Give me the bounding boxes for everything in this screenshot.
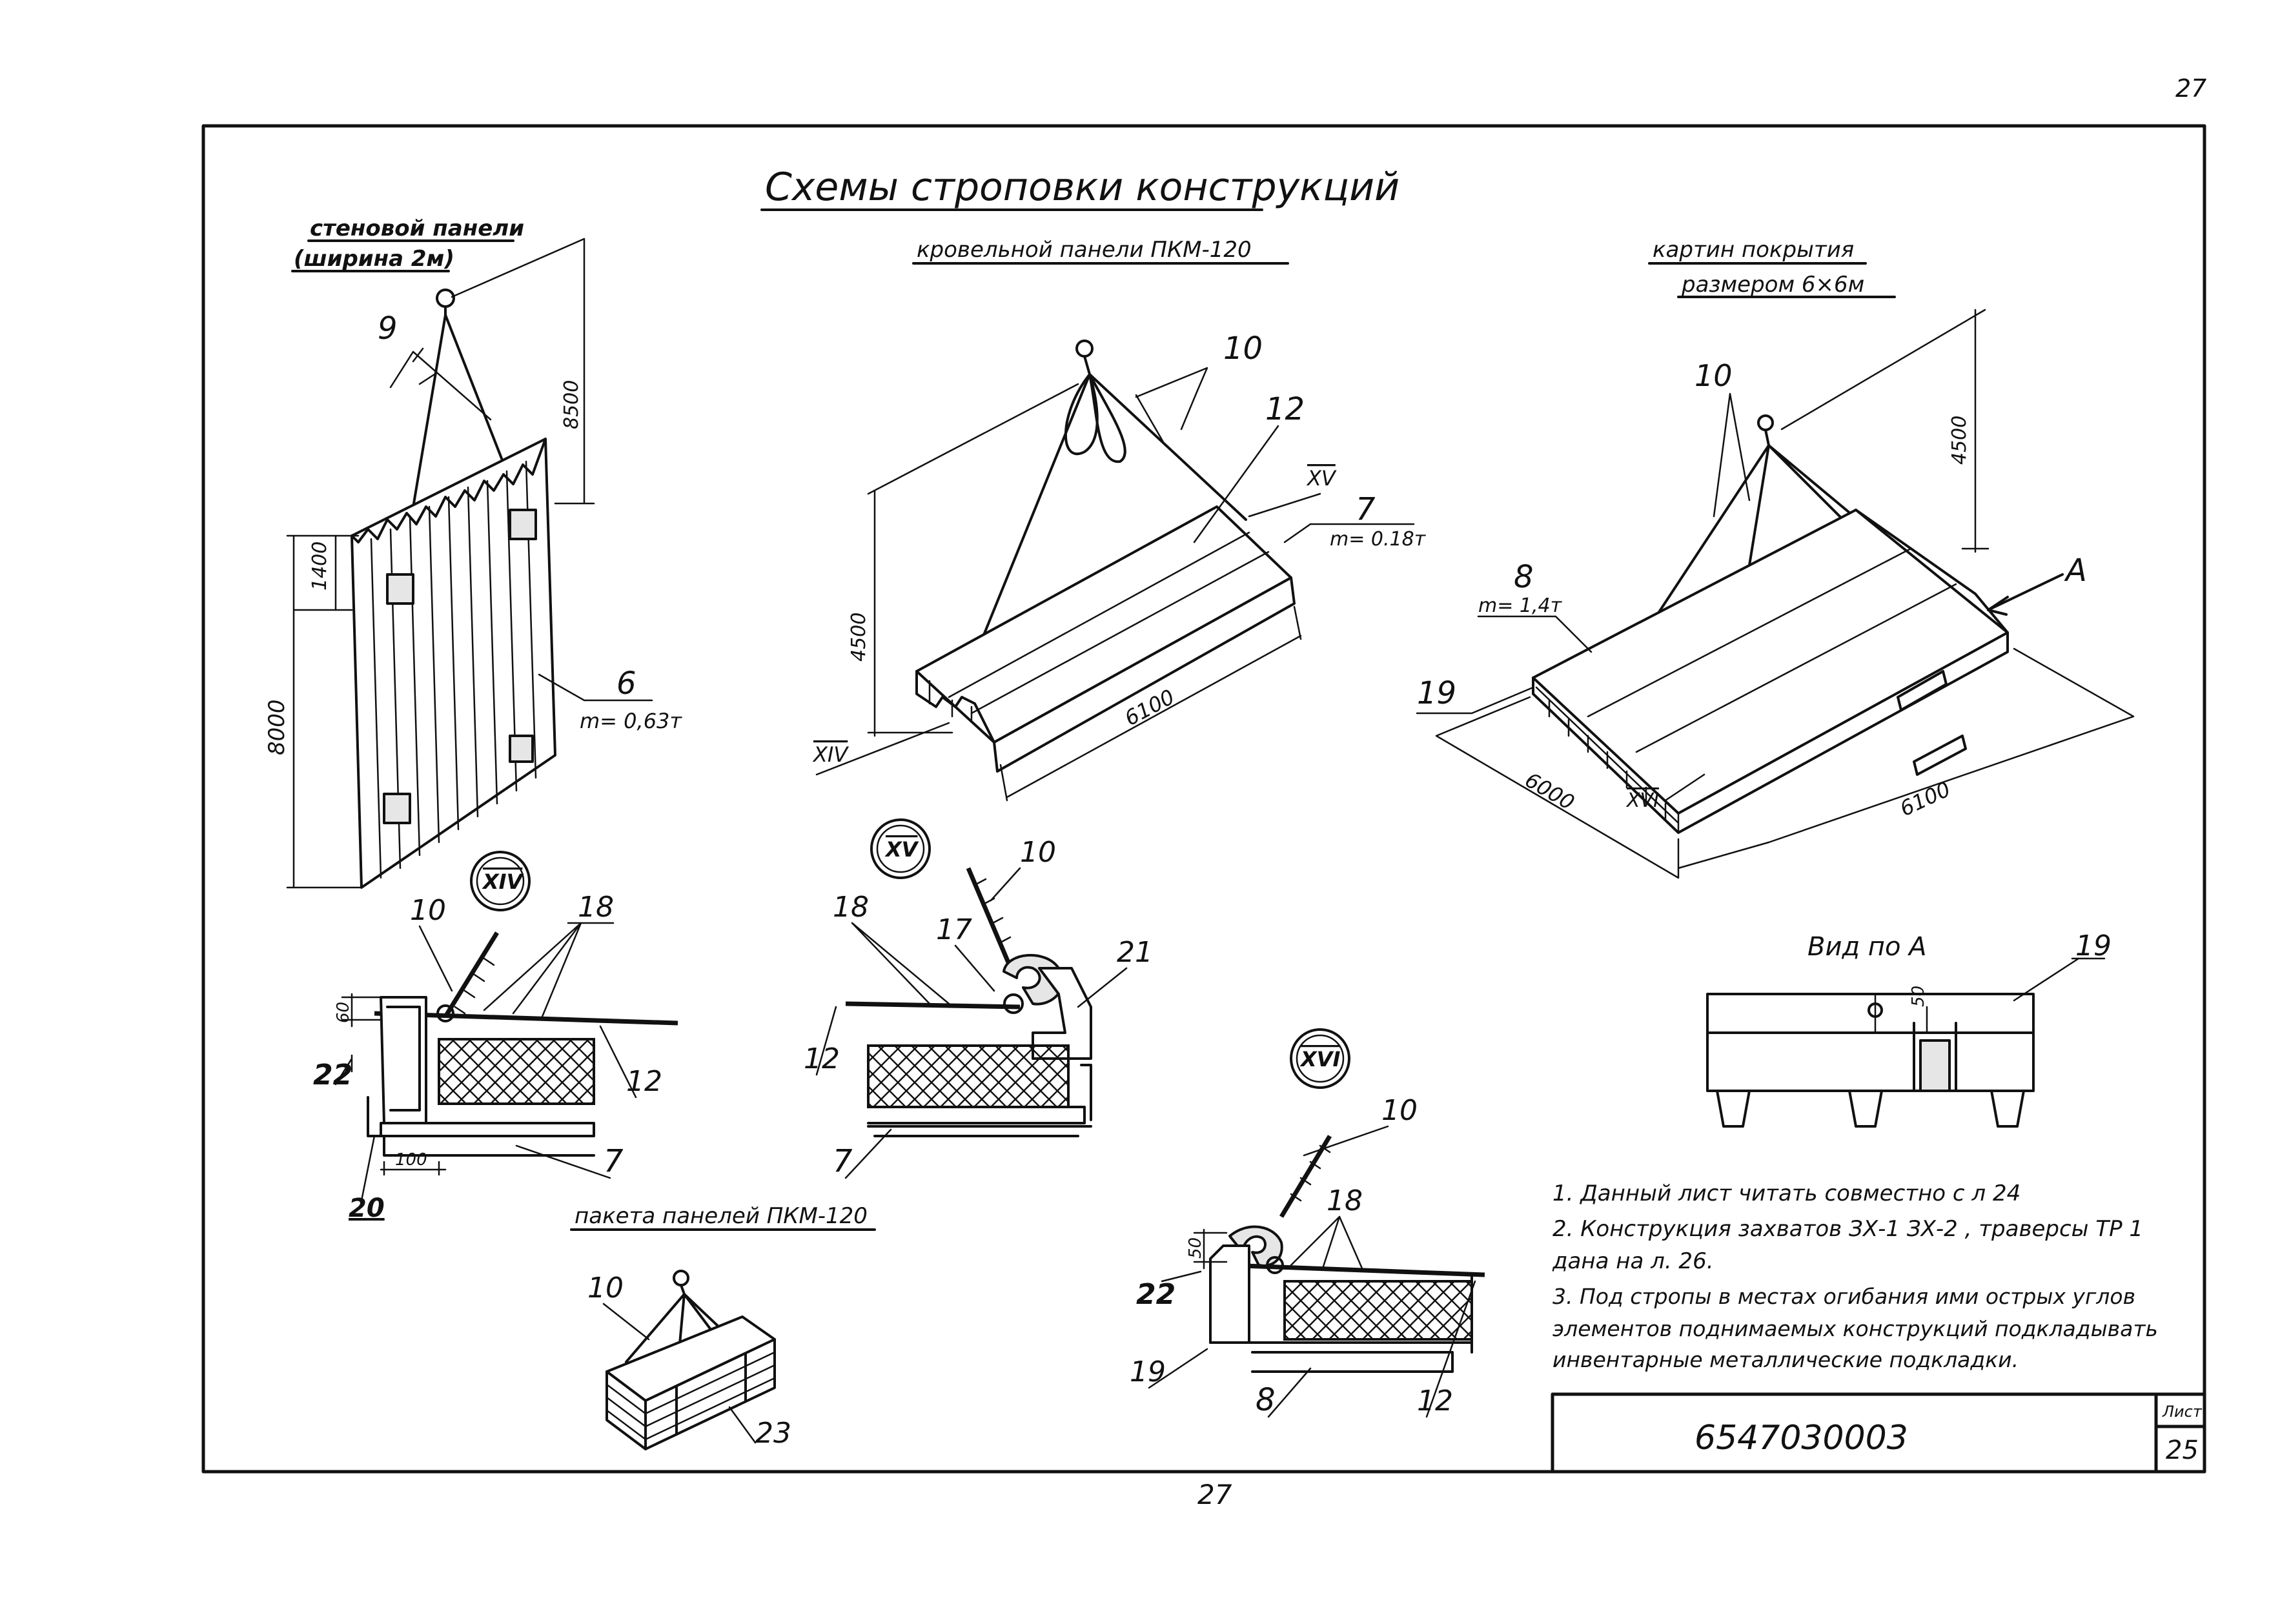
detail-xiv-label-20: 20 (349, 1193, 385, 1223)
wall-panel-title-1: стеновой панели (310, 216, 524, 241)
roof-cover-view: картин покрытия размером 6×6м 10 4500 60… (1416, 237, 2135, 879)
roof-pos-sling: 10 (1223, 330, 1263, 367)
note-1: 1. Данный лист читать совместно с л 24 (1552, 1181, 2020, 1206)
detail-xv-label-10: 10 (1020, 836, 1056, 869)
detail-xvi-label-19: 19 (1130, 1355, 1166, 1388)
note-3-cont-1: элементов поднимаемых конструкций подкла… (1552, 1316, 2158, 1341)
callout-circle-xiv (470, 851, 531, 911)
page-number-bottom: 27 (1197, 1479, 1232, 1510)
detail-xiv: XIV 60 100 10 18 22 12 7 20 (313, 851, 678, 1223)
note-2-cont: дана на л. 26. (1552, 1248, 1714, 1274)
view-a-pos: 19 (2075, 929, 2112, 962)
stamp-sheet-label: Лист (2162, 1403, 2203, 1421)
detail-xiv-label-22: 22 (313, 1059, 352, 1091)
detail-xv-label-21: 21 (1117, 936, 1153, 969)
detail-xiv-dim-width: 100 (395, 1150, 427, 1170)
package-view: пакета панелей ПКМ-120 10 23 (570, 1203, 876, 1450)
wall-panel-view: стеновой панели (ширина 2м) 9 1400 8000 (264, 216, 682, 889)
wall-pos-sling: 9 (378, 310, 398, 347)
cover-pos-sling: 10 (1695, 358, 1733, 393)
roof-pos-panel: 12 (1265, 391, 1305, 427)
detail-xvi-label-22: 22 (1136, 1278, 1176, 1311)
cover-dim-height: 4500 (1948, 416, 1971, 465)
detail-xiv-label-18: 18 (578, 891, 614, 924)
cover-callout-xvi: XVI (1625, 789, 1659, 812)
crane-hook-icon (436, 289, 455, 308)
view-a-dim: 50 (1909, 986, 1928, 1007)
wall-dim-height: 8000 (264, 699, 290, 755)
wall-mass: m= 0,63т (580, 709, 682, 733)
package-pos-pad: 23 (755, 1417, 791, 1450)
stamp-code: 6547030003 (1695, 1419, 1908, 1457)
cover-pos-beam: 8 (1514, 559, 1534, 595)
detail-xiv-label-12: 12 (626, 1065, 662, 1098)
view-a-title: Вид по А (1807, 932, 1927, 962)
note-2: 2. Конструкция захватов ЗХ-1 ЗХ-2 , трав… (1552, 1216, 2143, 1242)
detail-xiv-label-10: 10 (410, 894, 446, 927)
wall-dim-top: 1400 (309, 542, 331, 591)
note-3: 3. Под стропы в местах огибания ими остр… (1552, 1284, 2135, 1309)
roof-mass: m= 0.18т (1330, 528, 1427, 551)
detail-xv-label-17: 17 (936, 913, 972, 946)
detail-xvi-callout: XVI (1299, 1047, 1340, 1071)
detail-xv: XV 10 18 17 21 12 7 (804, 818, 1153, 1179)
detail-xiv-dim-gap: 60 (334, 1002, 353, 1023)
crane-hook-icon-2 (1075, 340, 1094, 358)
wall-dim-sling: 8500 (560, 380, 583, 429)
roof-panel-view: кровельной панели ПКМ-120 10 4500 6100 1… (812, 237, 1427, 802)
detail-xvi-label-10: 10 (1381, 1094, 1418, 1127)
package-title: пакета панелей ПКМ-120 (575, 1203, 868, 1229)
crane-hook-icon-3 (1757, 414, 1774, 431)
detail-xiv-callout: XIV (482, 869, 524, 894)
crane-hook-icon-4 (673, 1270, 689, 1286)
detail-xvi-label-18: 18 (1327, 1184, 1363, 1217)
detail-xv-callout: XV (884, 837, 919, 862)
cover-dim-width: 6000 (1521, 767, 1579, 815)
roof-callout-xv: XV (1306, 466, 1337, 491)
wall-panel-title-2: (ширина 2м) (294, 246, 454, 272)
stamp-sheet-no: 25 (2166, 1436, 2199, 1465)
cover-dim-length: 6100 (1896, 776, 1954, 821)
detail-xvi-label-12: 12 (1417, 1385, 1453, 1417)
cover-pos-traverse: 19 (1417, 675, 1456, 711)
notes-block: 1. Данный лист читать совместно с л 24 2… (1552, 1181, 2158, 1372)
drawing-frame (201, 124, 2206, 1474)
cover-mass: m= 1,4т (1478, 594, 1563, 617)
cover-view-arrow: A (2064, 553, 2087, 589)
callout-circle-xv (870, 818, 931, 879)
page-number-top: 27 (2175, 74, 2206, 103)
sheet-title: Схемы строповки конструкций (765, 165, 1400, 210)
roof-panel-title: кровельной панели ПКМ-120 (917, 237, 1252, 263)
detail-xiv-label-7: 7 (604, 1143, 624, 1179)
roof-callout-xiv: XIV (812, 742, 849, 767)
roof-cover-title-2: размером 6×6м (1681, 272, 1864, 298)
roof-dim-height: 4500 (848, 613, 870, 662)
detail-xvi-dim-gap: 50 (1186, 1237, 1205, 1259)
title-stamp: 6547030003 Лист 25 (1551, 1392, 2206, 1474)
wall-pos-panel: 6 (616, 665, 636, 702)
roof-cover-title-1: картин покрытия (1653, 237, 1854, 263)
roof-pos-beam: 7 (1356, 491, 1376, 527)
package-pos-sling: 10 (587, 1272, 624, 1304)
detail-xvi: XVI 10 50 18 22 19 8 12 (1130, 1028, 1485, 1418)
note-3-cont-2: инвентарные металлические подкладки. (1552, 1347, 2019, 1372)
detail-xv-label-18: 18 (833, 891, 869, 924)
view-a: Вид по А 50 19 (1706, 929, 2112, 1128)
callout-circle-xvi (1290, 1028, 1350, 1089)
